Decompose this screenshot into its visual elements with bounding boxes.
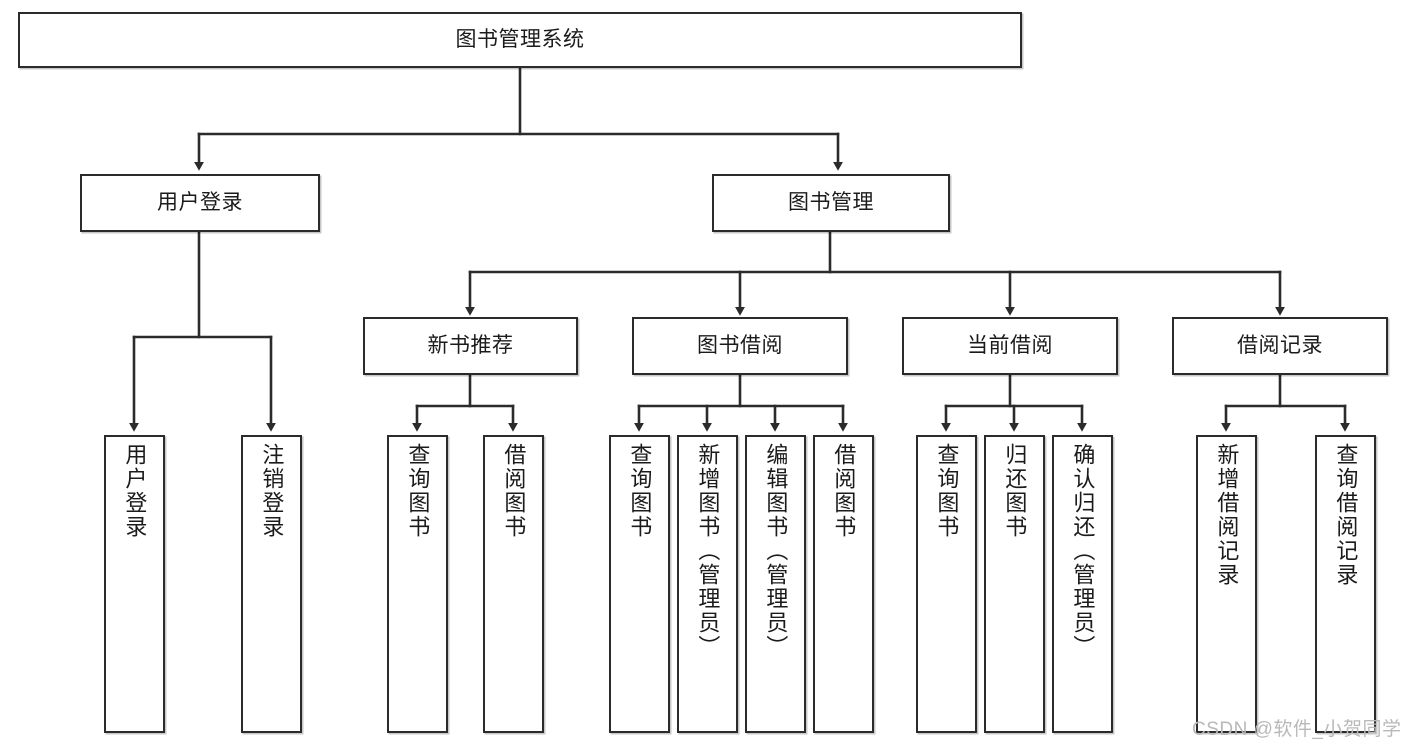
node-new-book-recommend[interactable]: 新书推荐 bbox=[363, 317, 578, 375]
node-label: 编辑图书（管理员） bbox=[763, 443, 789, 659]
node-label: 查询图书 bbox=[627, 443, 653, 539]
leaf-current-borrow-confirm-return-admin[interactable]: 确认归还（管理员） bbox=[1052, 435, 1113, 733]
node-label: 图书管理系统 bbox=[455, 27, 585, 51]
node-label: 用户登录 bbox=[157, 190, 243, 214]
leaf-user-login-logout[interactable]: 注销登录 bbox=[241, 435, 302, 733]
node-borrow-records[interactable]: 借阅记录 bbox=[1172, 317, 1388, 375]
node-label: 借阅图书 bbox=[501, 443, 527, 539]
leaf-new-book-query-book[interactable]: 查询图书 bbox=[387, 435, 448, 733]
leaf-book-borrow-edit-book-admin[interactable]: 编辑图书（管理员） bbox=[745, 435, 806, 733]
leaf-book-borrow-borrow-book[interactable]: 借阅图书 bbox=[813, 435, 874, 733]
leaf-book-borrow-query-book[interactable]: 查询图书 bbox=[609, 435, 670, 733]
node-book-management[interactable]: 图书管理 bbox=[712, 174, 950, 232]
node-label: 图书管理 bbox=[788, 190, 874, 214]
node-label: 借阅记录 bbox=[1237, 333, 1323, 357]
node-label: 用户登录 bbox=[122, 443, 148, 539]
leaf-new-book-borrow-book[interactable]: 借阅图书 bbox=[483, 435, 544, 733]
node-label: 查询图书 bbox=[405, 443, 431, 539]
node-label: 查询图书 bbox=[934, 443, 960, 539]
node-current-borrow[interactable]: 当前借阅 bbox=[902, 317, 1118, 375]
node-label: 新增图书（管理员） bbox=[695, 443, 721, 659]
leaf-user-login-login[interactable]: 用户登录 bbox=[104, 435, 165, 733]
node-label: 当前借阅 bbox=[967, 333, 1053, 357]
leaf-book-borrow-add-book-admin[interactable]: 新增图书（管理员） bbox=[677, 435, 738, 733]
node-label: 借阅图书 bbox=[831, 443, 857, 539]
node-label: 归还图书 bbox=[1002, 443, 1028, 539]
node-label: 图书借阅 bbox=[697, 333, 783, 357]
node-user-login[interactable]: 用户登录 bbox=[80, 174, 320, 232]
leaf-borrow-records-add-record[interactable]: 新增借阅记录 bbox=[1196, 435, 1257, 733]
node-label: 查询借阅记录 bbox=[1333, 443, 1359, 587]
node-label: 新增借阅记录 bbox=[1214, 443, 1240, 587]
leaf-borrow-records-query-record[interactable]: 查询借阅记录 bbox=[1315, 435, 1376, 733]
leaf-current-borrow-query-book[interactable]: 查询图书 bbox=[916, 435, 977, 733]
node-book-borrow[interactable]: 图书借阅 bbox=[632, 317, 848, 375]
node-label: 注销登录 bbox=[259, 443, 285, 539]
node-root-book-management-system[interactable]: 图书管理系统 bbox=[18, 12, 1022, 68]
leaf-current-borrow-return-book[interactable]: 归还图书 bbox=[984, 435, 1045, 733]
node-label: 新书推荐 bbox=[427, 333, 514, 357]
node-label: 确认归还（管理员） bbox=[1070, 443, 1096, 659]
